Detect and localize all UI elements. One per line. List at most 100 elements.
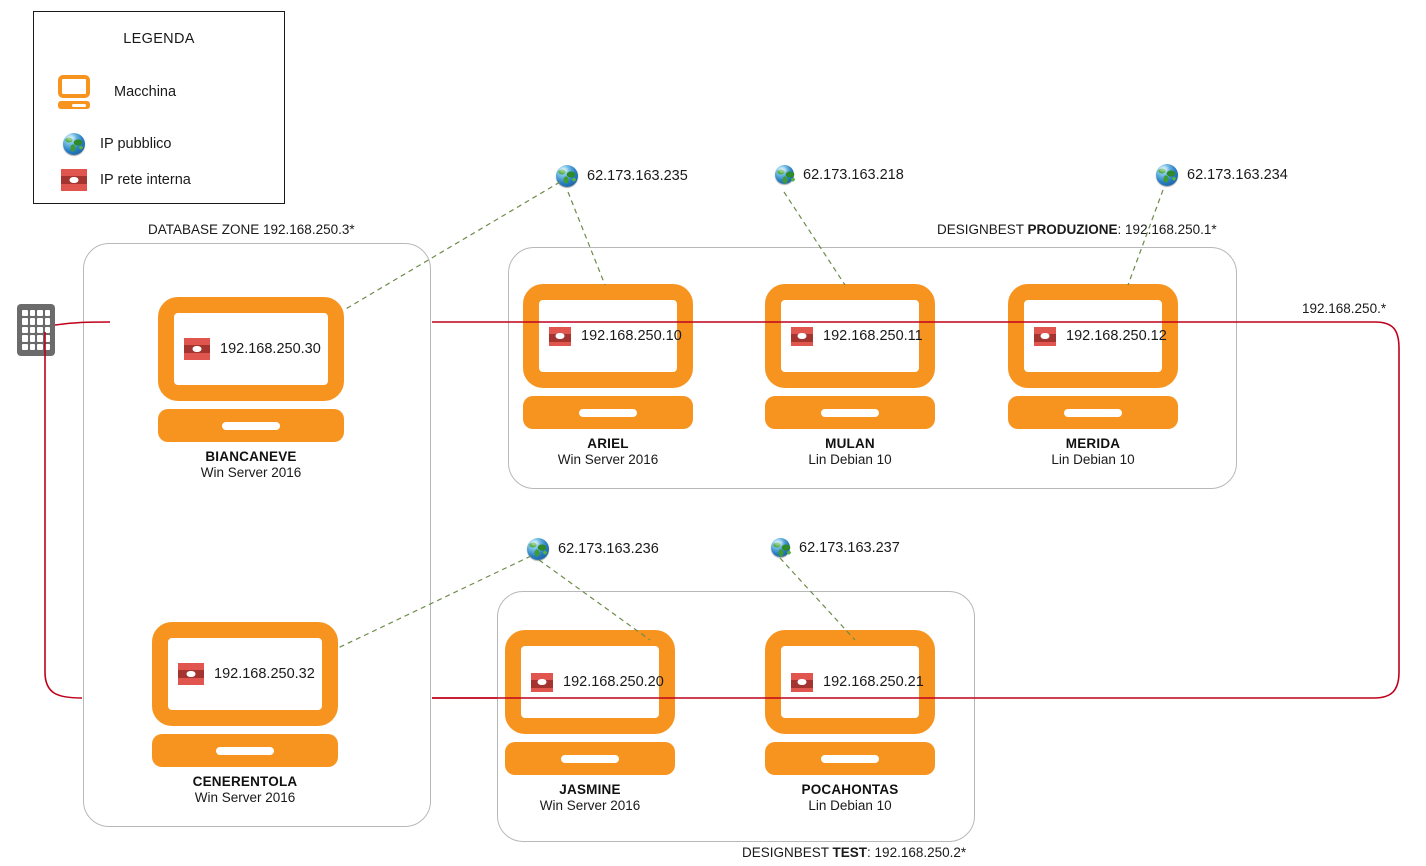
zone-label-test-suffix: : 192.168.250.2* [867, 845, 967, 860]
machine-screen: 192.168.250.20 [505, 630, 675, 734]
public-ip-node-ip236[interactable]: 62.173.163.236 [527, 538, 659, 560]
machine-caption: JASMINE Win Server 2016 [505, 782, 675, 815]
internal-ip-icon [1034, 326, 1056, 346]
network-range-label: 192.168.250.* [1302, 301, 1387, 316]
zone-label-test-prefix: DESIGNBEST [742, 845, 833, 860]
public-ip-node-ip237[interactable]: 62.173.163.237 [771, 538, 900, 558]
machine-base [523, 396, 693, 429]
machine-mulan[interactable]: 192.168.250.11 MULAN Lin Debian 10 [765, 284, 935, 469]
machine-base [158, 409, 344, 442]
internal-ip-icon [549, 326, 571, 346]
internal-ip-icon [531, 672, 553, 692]
machine-name: MERIDA [1065, 436, 1121, 451]
machine-ariel[interactable]: 192.168.250.10 ARIEL Win Server 2016 [523, 284, 693, 469]
machine-ip-label: 192.168.250.20 [563, 674, 664, 690]
public-ip-label: 62.173.163.235 [587, 168, 688, 184]
machine-base [1008, 396, 1178, 429]
machine-ip-row: 192.168.250.30 [174, 338, 321, 360]
machine-ip-label: 192.168.250.12 [1066, 328, 1167, 344]
machine-base [152, 734, 338, 767]
legend-item-label: IP pubblico [100, 136, 172, 152]
public-ip-label: 62.173.163.236 [558, 541, 659, 557]
machine-os: Lin Debian 10 [808, 452, 892, 468]
machine-jasmine[interactable]: 192.168.250.20 JASMINE Win Server 2016 [505, 630, 675, 815]
machine-name: BIANCANEVE [205, 449, 297, 464]
machine-ip-label: 192.168.250.21 [823, 674, 924, 690]
machine-ip-label: 192.168.250.11 [823, 328, 923, 344]
machine-base [765, 742, 935, 775]
legend-panel: LEGENDA Macchina IP pubblico IP rete int… [33, 11, 285, 204]
machine-screen: 192.168.250.30 [158, 297, 344, 401]
machine-pocahontas[interactable]: 192.168.250.21 POCAHONTAS Lin Debian 10 [765, 630, 935, 815]
legend-item-macchina: Macchina [56, 75, 176, 109]
machine-screen: 192.168.250.32 [152, 622, 338, 726]
machine-name: MULAN [825, 436, 875, 451]
legend-item-label: Macchina [114, 84, 177, 100]
internal-ip-icon [791, 672, 813, 692]
zone-label-test: DESIGNBEST TEST: 192.168.250.2* [742, 845, 966, 860]
machine-ip-label: 192.168.250.30 [220, 341, 321, 357]
machine-os: Win Server 2016 [200, 465, 302, 481]
zone-label-produzione-suffix: : 192.168.250.1* [1117, 222, 1217, 237]
machine-name: ARIEL [587, 436, 629, 451]
globe-icon [556, 165, 578, 187]
machine-caption: CENERENTOLA Win Server 2016 [152, 774, 338, 807]
zone-box-database [83, 243, 431, 827]
machine-base-slot [579, 409, 637, 417]
machine-os: Lin Debian 10 [1051, 452, 1135, 468]
machine-base-slot [1064, 409, 1122, 417]
machine-ip-label: 192.168.250.32 [214, 666, 315, 682]
public-ip-label: 62.173.163.237 [799, 539, 900, 556]
globe-icon [771, 538, 792, 558]
zone-label-database-text: DATABASE ZONE 192.168.250.3* [148, 222, 355, 237]
zone-label-produzione-prefix: DESIGNBEST [937, 222, 1028, 237]
machine-base-slot [561, 755, 619, 763]
machine-name: JASMINE [559, 782, 621, 797]
machine-name: CENERENTOLA [192, 774, 298, 789]
machine-os: Win Server 2016 [539, 798, 641, 814]
machine-cenerentola[interactable]: 192.168.250.32 CENERENTOLA Win Server 20… [152, 622, 338, 807]
machine-merida[interactable]: 192.168.250.12 MERIDA Lin Debian 10 [1008, 284, 1178, 469]
internal-ip-icon [178, 663, 204, 685]
machine-screen: 192.168.250.10 [523, 284, 693, 388]
machine-base-slot [821, 755, 879, 763]
public-ip-node-ip218[interactable]: 62.173.163.218 [775, 165, 904, 185]
public-ip-label: 62.173.163.218 [803, 166, 904, 183]
machine-ip-row: 192.168.250.12 [1024, 326, 1167, 346]
machine-ip-row: 192.168.250.11 [781, 326, 923, 346]
machine-screen: 192.168.250.12 [1008, 284, 1178, 388]
machine-ip-row: 192.168.250.10 [539, 326, 682, 346]
globe-icon [527, 538, 549, 560]
machine-base [505, 742, 675, 775]
globe-icon [1156, 164, 1178, 186]
zone-label-database: DATABASE ZONE 192.168.250.3* [148, 222, 355, 237]
legend-item-label: IP rete interna [100, 172, 191, 188]
zone-label-produzione-bold: PRODUZIONE [1027, 222, 1118, 237]
machine-base-slot [821, 409, 879, 417]
machine-base-slot [222, 422, 280, 430]
machine-ip-row: 192.168.250.32 [168, 663, 315, 685]
public-ip-label: 62.173.163.234 [1187, 167, 1288, 183]
monitor-icon [56, 75, 92, 109]
internal-ip-icon [791, 326, 813, 346]
firewall-rack-icon [17, 304, 55, 356]
internal-ip-icon [184, 338, 210, 360]
machine-base-slot [216, 747, 274, 755]
legend-item-ip-pubblico: IP pubblico [56, 133, 171, 155]
public-ip-node-ip234[interactable]: 62.173.163.234 [1156, 164, 1288, 186]
machine-caption: BIANCANEVE Win Server 2016 [158, 449, 344, 482]
machine-caption: POCAHONTAS Lin Debian 10 [765, 782, 935, 815]
machine-name: POCAHONTAS [801, 782, 899, 797]
zone-label-produzione: DESIGNBEST PRODUZIONE: 192.168.250.1* [937, 222, 1217, 237]
machine-base [765, 396, 935, 429]
public-ip-node-ip235[interactable]: 62.173.163.235 [556, 165, 688, 187]
machine-ip-label: 192.168.250.10 [581, 328, 682, 344]
machine-caption: ARIEL Win Server 2016 [523, 436, 693, 469]
rack-slots [22, 310, 50, 350]
machine-screen: 192.168.250.11 [765, 284, 935, 388]
internal-ip-icon [61, 169, 87, 191]
legend-title: LEGENDA [123, 31, 195, 47]
machine-biancaneve[interactable]: 192.168.250.30 BIANCANEVE Win Server 201… [158, 297, 344, 482]
machine-os: Lin Debian 10 [808, 798, 892, 814]
machine-screen: 192.168.250.21 [765, 630, 935, 734]
